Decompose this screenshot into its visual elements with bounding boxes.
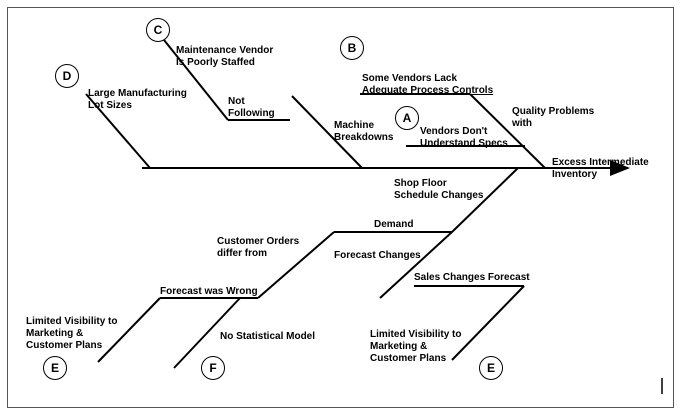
marker-b: B (340, 36, 364, 60)
marker-d: D (55, 64, 79, 88)
bone-quality (469, 93, 546, 169)
label-customer-orders: Customer Orders differ from (217, 236, 300, 259)
bone-customer-orders (257, 231, 335, 299)
marker-f: F (201, 356, 225, 380)
diagram-frame (7, 7, 674, 408)
label-effect: Excess Intermediate Inventory (552, 157, 649, 180)
label-vendors-dont-understand: Vendors Don't Understand Specs (420, 126, 508, 149)
bone-limited-left (97, 297, 161, 363)
bone-lot-sizes (85, 93, 151, 169)
label-vendors-lack-2: Adequate Process Controls (362, 85, 494, 96)
label-not-following: Not Following (228, 96, 275, 119)
bone-forecast-changes (379, 231, 453, 299)
label-forecast-changes: Forecast Changes (334, 250, 421, 261)
bone-shop-floor (451, 167, 519, 233)
marker-c: C (146, 18, 170, 42)
label-limited-visibility-right: Limited Visibility to Marketing & Custom… (370, 329, 462, 364)
bone-maintenance (163, 39, 229, 121)
bone-machine (291, 95, 363, 169)
label-maintenance-vendor: Maintenance Vendor Is Poorly Staffed (176, 45, 274, 68)
label-quality-problems: Quality Problems with (512, 106, 595, 129)
marker-a: A (395, 106, 419, 130)
marker-e-left: E (43, 356, 67, 380)
label-shop-floor: Shop Floor Schedule Changes (394, 178, 484, 201)
label-large-lot-sizes: Large Manufacturing Lot Sizes (88, 88, 187, 111)
label-demand: Demand (374, 219, 414, 230)
label-limited-visibility-left: Limited Visibility to Marketing & Custom… (26, 316, 118, 351)
label-no-statistical-model: No Statistical Model (220, 331, 316, 342)
label-forecast-wrong: Forecast was Wrong (160, 286, 258, 297)
bone-limited-right (451, 285, 525, 361)
marker-e-right: E (479, 356, 503, 380)
label-sales-changes: Sales Changes Forecast (414, 272, 530, 283)
bone-no-stat-model (173, 297, 241, 369)
label-machine-breakdowns: Machine Breakdowns (334, 120, 394, 143)
label-vendors-lack-1: Some Vendors Lack (362, 73, 458, 84)
